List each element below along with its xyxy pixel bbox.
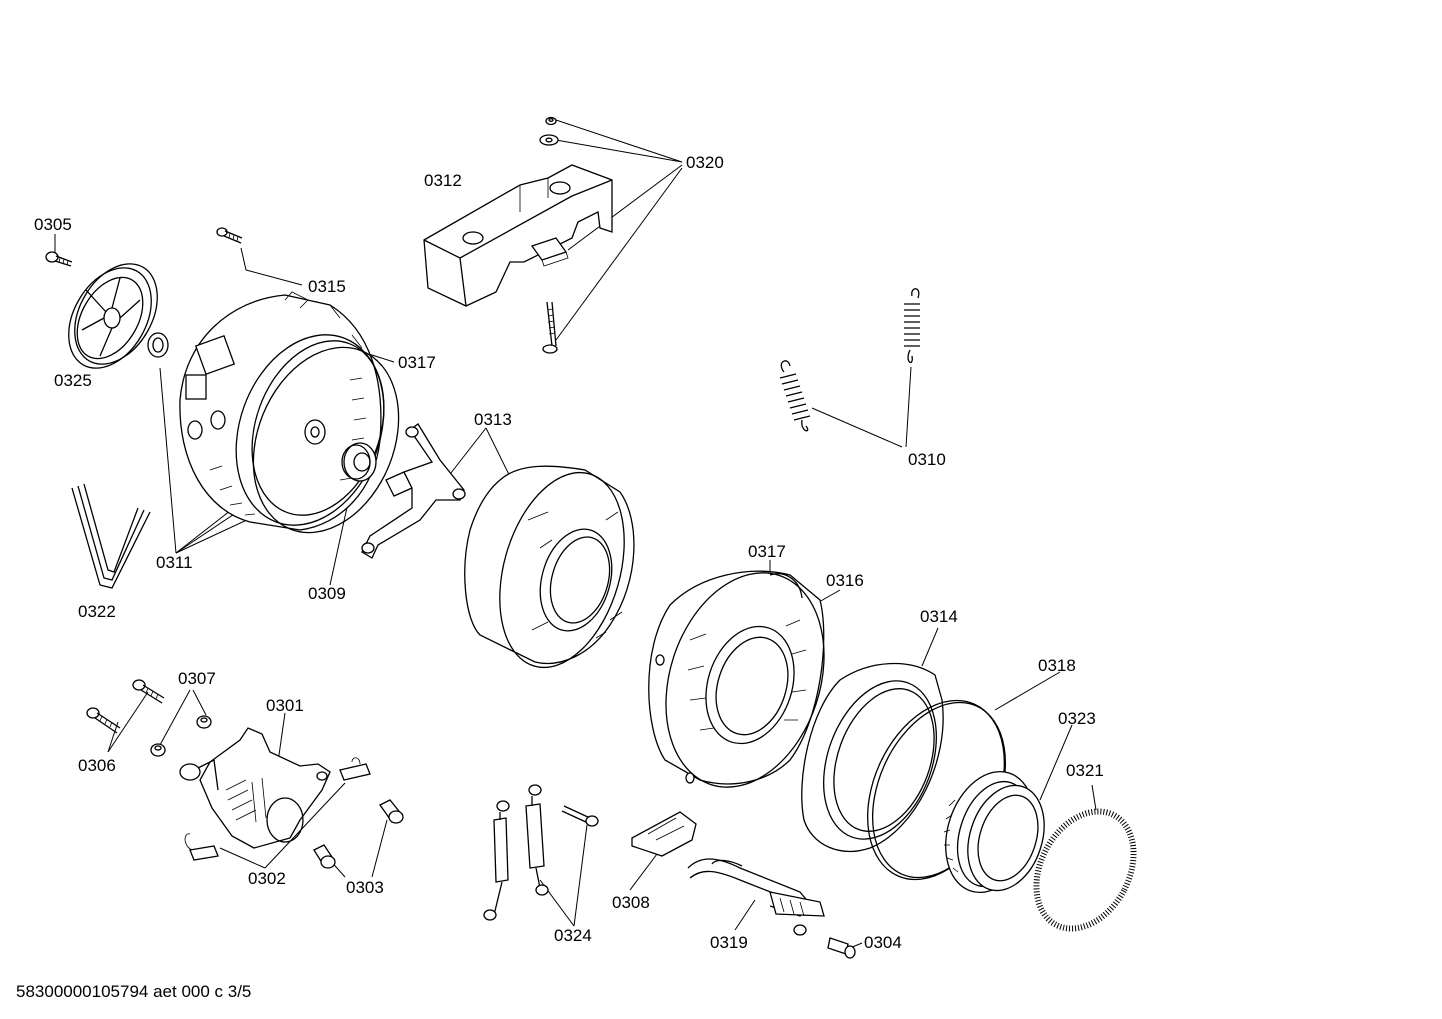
part-0324-shock-absorber-left [483,800,510,921]
part-0309-bearing [341,442,377,482]
label-0317-lower: 0317 [748,542,786,561]
label-0319: 0319 [710,933,748,952]
part-0317-gasket-ring-upper [252,346,400,534]
part-0312-counterweight [423,164,613,307]
part-0313-drum [464,465,635,669]
part-0308-heater-bracket [631,811,697,857]
label-0314: 0314 [920,607,958,626]
label-0301: 0301 [266,696,304,715]
part-0310-spring-left [779,360,811,432]
part-0320-washer [539,134,559,146]
part-0320-nut [545,116,557,126]
part-0317-gasket-ring-lower [769,573,803,599]
part-0307-nut-2 [196,715,212,729]
label-0305: 0305 [34,215,72,234]
label-0320: 0320 [686,153,724,172]
document-footer-code: 58300000105794 aet 000 c 3/5 [16,982,251,1001]
label-0309: 0309 [308,584,346,603]
part-0323-door-seal [943,770,1045,894]
part-0301-motor [179,727,331,849]
label-0317-upper: 0317 [398,353,436,372]
label-0304: 0304 [864,933,902,952]
part-0310-spring-right [904,288,920,364]
label-0313: 0313 [474,410,512,429]
part-0303-bushing-lower [313,844,336,869]
label-0302: 0302 [248,869,286,888]
part-0311-bearing-small [147,332,169,358]
part-0302-brush-left [184,833,219,861]
label-0306: 0306 [78,756,116,775]
part-0313-spider [361,423,466,559]
part-0320-bolt [542,301,558,354]
part-0307-nut [150,743,166,757]
part-0302-brush-right [339,757,371,781]
part-0316-front-tub [648,570,825,788]
label-0318: 0318 [1038,656,1076,675]
part-0304-sensor [827,937,856,959]
part-0315-screw [216,227,243,244]
label-0325: 0325 [54,371,92,390]
label-0322: 0322 [78,602,116,621]
part-0324-shock-absorber-right [525,784,549,896]
part-0306-screw [86,707,121,734]
label-0312: 0312 [424,171,462,190]
label-0321: 0321 [1066,761,1104,780]
part-0324-screw [561,805,599,827]
label-0324: 0324 [554,926,592,945]
label-0311: 0311 [156,553,193,572]
label-0303: 0303 [346,878,384,897]
label-0315: 0315 [308,277,346,296]
callout-labels: 0320 0312 0305 0315 0317 0325 0313 0310 … [34,153,1104,952]
part-0325-pulley [68,263,158,369]
part-0322-belt [71,483,151,589]
label-0323: 0323 [1058,709,1096,728]
part-0311-rear-tub [179,291,385,531]
part-0320-clip [530,237,569,267]
label-0308: 0308 [612,893,650,912]
part-0314-front-ring [801,662,944,852]
part-0321-wire-spring-ring [1033,808,1137,932]
part-0307-screw [132,679,165,704]
label-0316: 0316 [826,571,864,590]
part-0319-heater-element [687,858,825,936]
label-0310: 0310 [908,450,946,469]
label-0307: 0307 [178,669,216,688]
part-0303-bushing-upper [379,799,404,824]
part-0305-screw [45,251,73,267]
